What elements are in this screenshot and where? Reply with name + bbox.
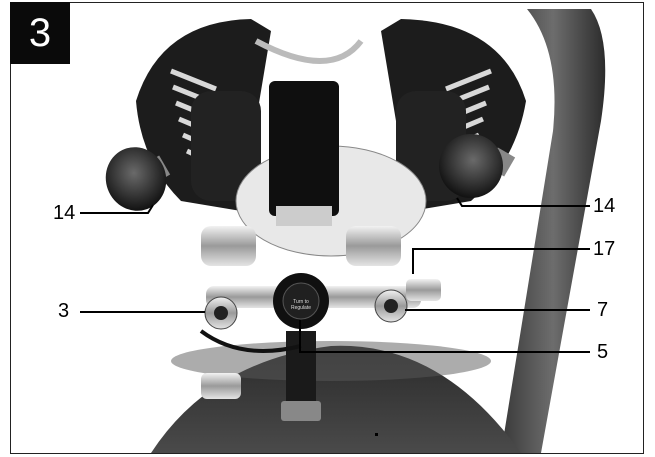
regulator-knob-label: Turn to Regulate [290,299,311,311]
right-gauge [439,134,516,198]
quick-coupler [406,279,441,301]
left-gauge [105,147,171,211]
leader-line-regulator [299,320,590,353]
callout-regulator: 5 [597,341,609,363]
compressor-photo [105,9,606,453]
leader-line-right-gauge [456,197,590,207]
leader-line-left-gauge [80,204,154,214]
tank-handle [501,9,606,453]
left-cylinder-head [136,19,271,211]
callout-right-gauge: 14 [593,195,616,217]
callout-left-outlet: 3 [58,300,70,322]
figure-number-badge: 3 [10,2,70,64]
callout-right-outlet: 7 [597,299,609,321]
leader-line-coupler [412,248,590,274]
pressure-switch [269,81,339,216]
figure-frame: Turn to Regulate [10,2,644,454]
callout-coupler: 17 [593,238,616,260]
callout-left-gauge: 14 [53,202,76,224]
